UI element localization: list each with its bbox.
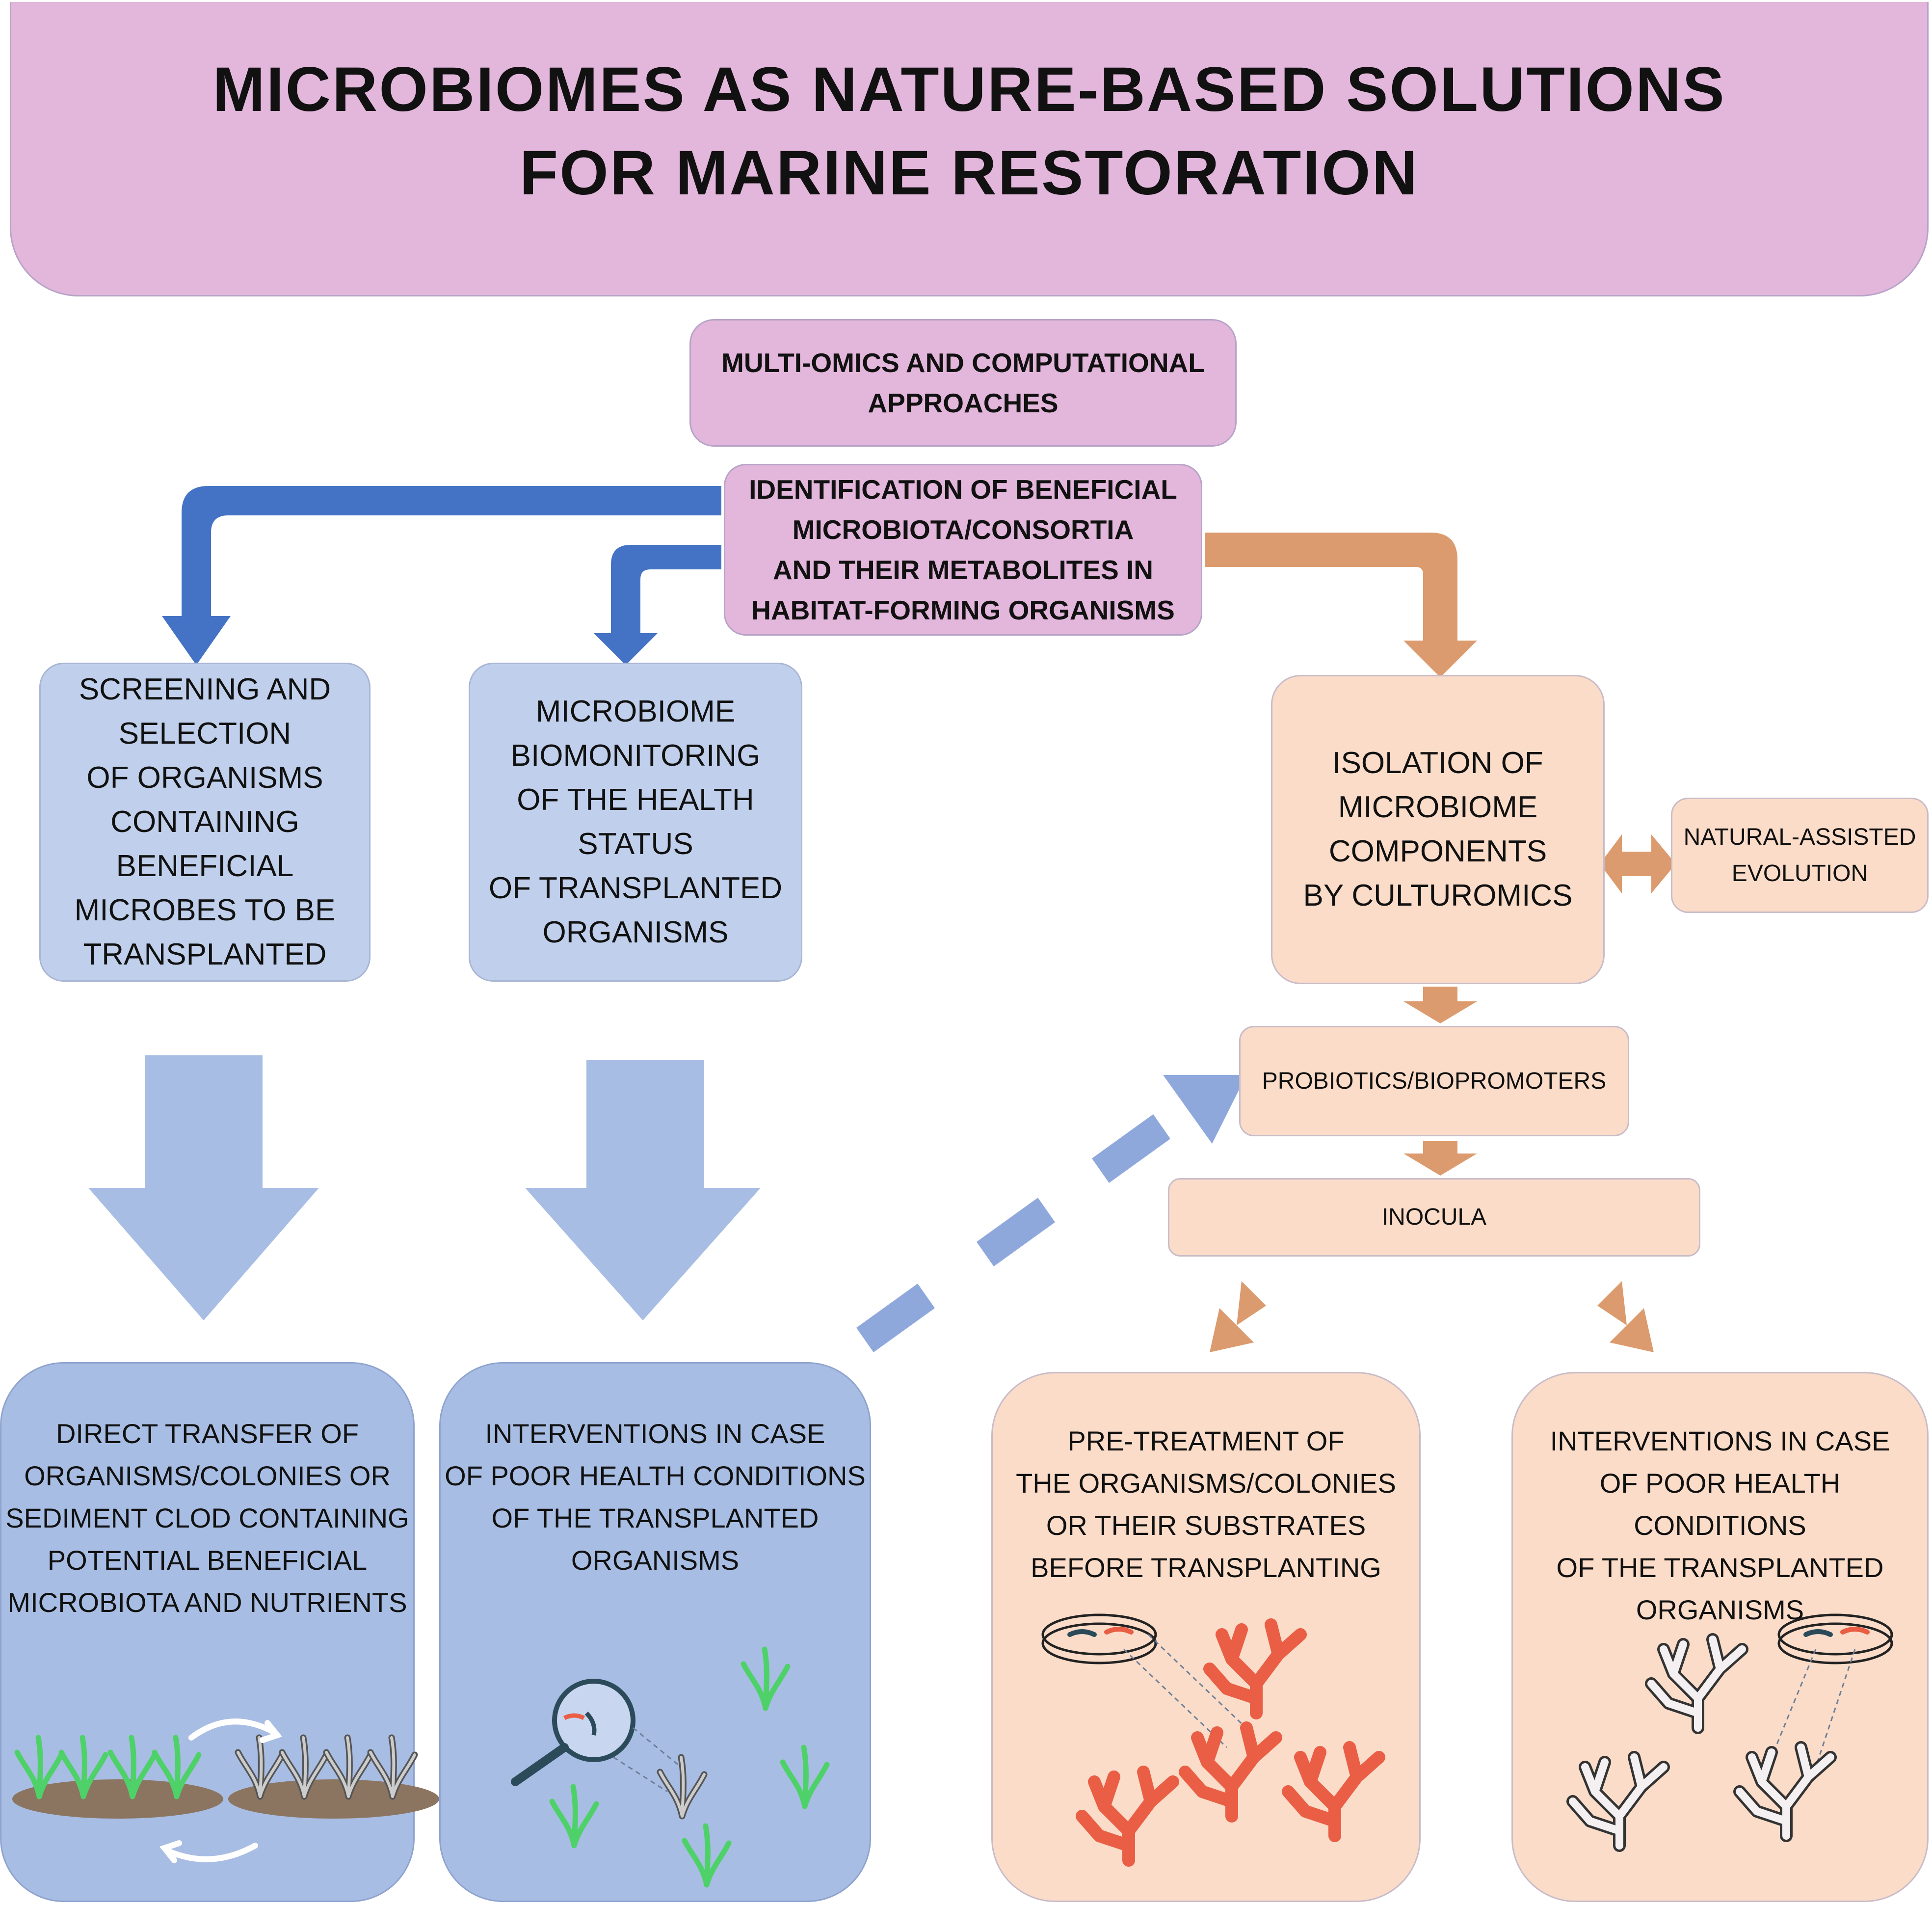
interventions-peach-box: INTERVENTIONS IN CASE OF POOR HEALTH CON… [1511,1372,1929,1902]
big-arrow-screening-to-transfer [88,1055,319,1320]
arrow-inocula-to-interventions-peach [1597,1281,1654,1352]
pretreatment-box: PRE-TREATMENT OF THE ORGANISMS/COLONIES … [991,1372,1421,1902]
screening-label: SCREENING AND SELECTION OF ORGANISMS CON… [74,672,336,971]
identification-label: IDENTIFICATION OF BENEFICIAL MICROBIOTA/… [749,474,1177,625]
isolation-box: ISOLATION OF MICROBIOME COMPONENTS BY CU… [1271,675,1605,984]
dashed-arrow-to-probiotics [856,1075,1246,1352]
natural-assisted-box: NATURAL-ASSISTED EVOLUTION [1671,798,1929,913]
screening-box: SCREENING AND SELECTION OF ORGANISMS CON… [39,663,371,982]
multiomics-label: MULTI-OMICS AND COMPUTATIONAL APPROACHES [721,348,1205,418]
arrow-to-screening [162,486,721,665]
natural-assisted-label: NATURAL-ASSISTED EVOLUTION [1683,824,1916,886]
inocula-box: INOCULA [1168,1178,1700,1257]
probiotics-box: PROBIOTICS/BIOPROMOTERS [1239,1026,1629,1136]
probiotics-label: PROBIOTICS/BIOPROMOTERS [1262,1068,1607,1094]
double-arrow-natural-assisted [1600,834,1676,893]
arrow-to-isolation [1205,533,1477,677]
inocula-label: INOCULA [1381,1204,1487,1230]
interventions-blue-label: INTERVENTIONS IN CASE OF POOR HEALTH CON… [445,1418,866,1576]
interventions-blue-box: INTERVENTIONS IN CASE OF POOR HEALTH CON… [439,1362,871,1902]
arrow-isolation-to-probiotics [1403,987,1477,1023]
arrow-inocula-to-pretreatment [1210,1281,1266,1352]
arrow-probiotics-to-inocula [1403,1141,1477,1176]
isolation-label: ISOLATION OF MICROBIOME COMPONENTS BY CU… [1303,746,1573,912]
identification-box: IDENTIFICATION OF BENEFICIAL MICROBIOTA/… [724,464,1202,636]
big-arrow-biomonitoring-to-interventions [525,1060,761,1320]
arrow-to-biomonitoring [594,545,721,665]
pretreatment-label: PRE-TREATMENT OF THE ORGANISMS/COLONIES … [1016,1425,1396,1583]
biomonitoring-box: MICROBIOME BIOMONITORING OF THE HEALTH S… [469,663,802,982]
page-title: MICROBIOMES AS NATURE-BASED SOLUTIONS FO… [212,54,1726,208]
direct-transfer-box: DIRECT TRANSFER OF ORGANISMS/COLONIES OR… [0,1362,415,1902]
biomonitoring-label: MICROBIOME BIOMONITORING OF THE HEALTH S… [488,695,783,949]
multiomics-box: MULTI-OMICS AND COMPUTATIONAL APPROACHES [689,319,1237,447]
direct-transfer-label: DIRECT TRANSFER OF ORGANISMS/COLONIES OR… [5,1418,409,1618]
interventions-peach-label: INTERVENTIONS IN CASE OF POOR HEALTH CON… [1550,1425,1890,1625]
title-banner: MICROBIOMES AS NATURE-BASED SOLUTIONS FO… [10,2,1929,296]
